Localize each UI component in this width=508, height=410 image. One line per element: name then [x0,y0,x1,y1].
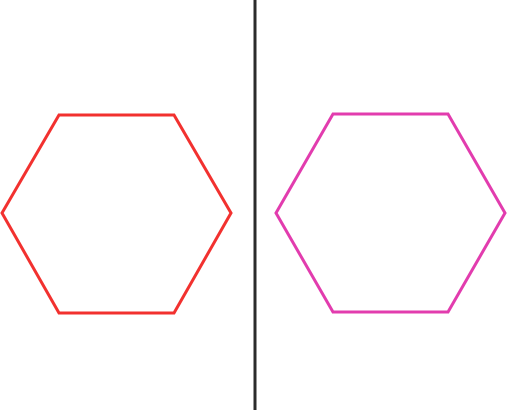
right-hexagon [274,112,507,314]
left-hexagon [0,113,233,315]
